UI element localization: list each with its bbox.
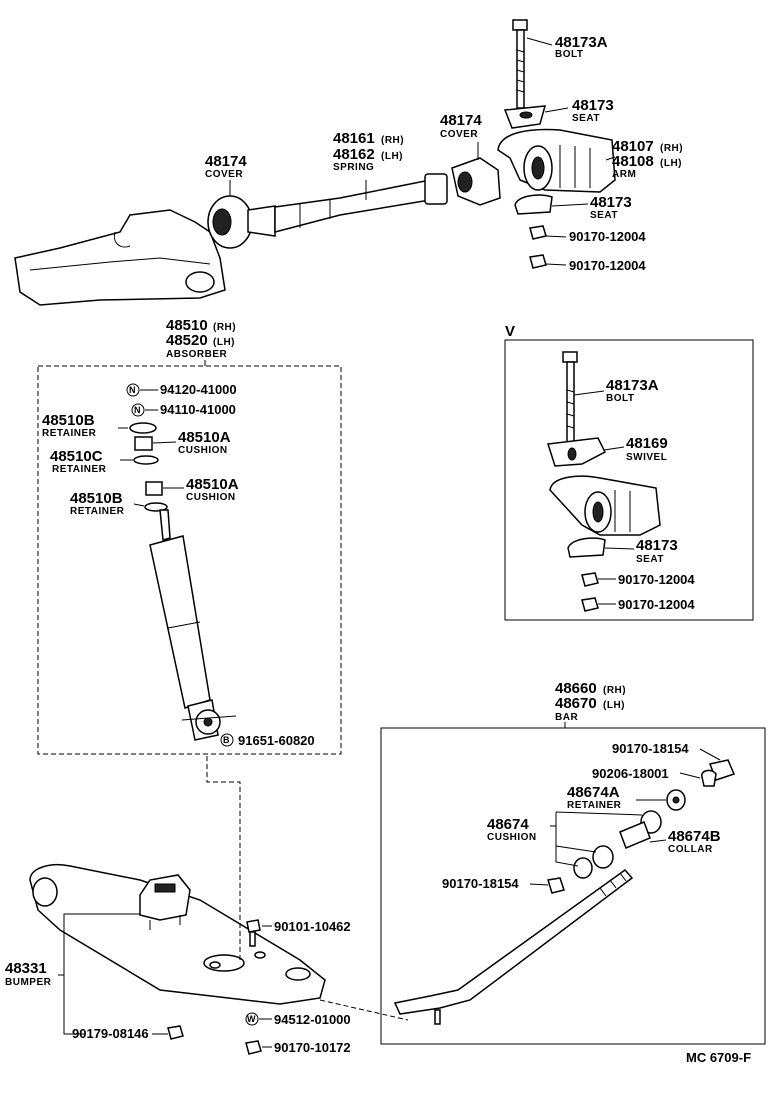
bar-box bbox=[380, 727, 766, 1045]
bar-rh-tag: (RH) bbox=[603, 685, 626, 696]
cush1-number: 48510A bbox=[178, 429, 231, 446]
bar-number-rh: 48660 bbox=[555, 680, 597, 697]
v-bolt-name: BOLT bbox=[606, 393, 634, 404]
absorber-number-lh: 48520 bbox=[166, 332, 208, 349]
bolt-top-number: 48173A bbox=[555, 34, 608, 51]
cush2-name: CUSHION bbox=[186, 492, 236, 503]
bolt-top-part bbox=[512, 19, 528, 109]
collar-number: 48674B bbox=[668, 828, 721, 845]
cushion-b-number: 48674 bbox=[487, 816, 529, 833]
absorber-part bbox=[149, 509, 237, 741]
spring-number-rh: 48161 bbox=[333, 130, 375, 147]
n2-code: 94110-41000 bbox=[160, 402, 236, 417]
absorber-name: ABSORBER bbox=[166, 349, 228, 360]
absorber-box bbox=[37, 365, 342, 755]
nut-left-code: 90179-08146 bbox=[72, 1026, 149, 1041]
n1-code: 94120-41000 bbox=[160, 382, 237, 397]
v-nut-b-code: 90170-12004 bbox=[618, 597, 695, 612]
cush1-name: CUSHION bbox=[178, 445, 228, 456]
arm-name: ARM bbox=[612, 169, 636, 180]
seat-top-name: SEAT bbox=[572, 113, 600, 124]
bumper-number: 48331 bbox=[5, 960, 47, 977]
footer-code: MC 6709-F bbox=[686, 1050, 751, 1065]
retainer-b-name: RETAINER bbox=[567, 800, 622, 811]
v-swivel-part bbox=[547, 437, 607, 467]
arm-rh-tag: (RH) bbox=[660, 143, 683, 154]
seat-top-number: 48173 bbox=[572, 97, 614, 114]
seat-low-part bbox=[514, 194, 553, 215]
ret1-number: 48510B bbox=[42, 412, 95, 429]
seat-low-name: SEAT bbox=[590, 210, 618, 221]
bar-name: BAR bbox=[555, 712, 578, 723]
bar-number-lh: 48670 bbox=[555, 695, 597, 712]
bar-lh-tag: (LH) bbox=[603, 700, 625, 711]
spring-rh-tag: (RH) bbox=[381, 135, 404, 146]
cover-mid-part bbox=[451, 157, 501, 206]
bar-part bbox=[393, 868, 634, 1025]
n1-mark: N bbox=[129, 385, 136, 395]
spring-part bbox=[274, 173, 448, 233]
bar-nut2-code: 90170-18154 bbox=[442, 876, 519, 891]
absorber-lh-tag: (LH) bbox=[213, 337, 235, 348]
nut-low-code: 90170-10172 bbox=[274, 1040, 351, 1055]
bumper-part bbox=[139, 874, 191, 930]
spring-lh-tag: (LH) bbox=[381, 151, 403, 162]
arm-lh-tag: (LH) bbox=[660, 158, 682, 169]
spring-number-lh: 48162 bbox=[333, 146, 375, 163]
v-seat-part bbox=[567, 537, 606, 558]
arm-number-rh: 48107 bbox=[612, 138, 654, 155]
cushion-b-name: CUSHION bbox=[487, 832, 537, 843]
nut-a-code: 90170-12004 bbox=[569, 229, 646, 244]
absorber-rh-tag: (RH) bbox=[213, 322, 236, 333]
seat-low-number: 48173 bbox=[590, 194, 632, 211]
ret3-name: RETAINER bbox=[70, 506, 125, 517]
v-seat-name: SEAT bbox=[636, 554, 664, 565]
collar-name: COLLAR bbox=[668, 844, 713, 855]
w-mark: W bbox=[247, 1014, 256, 1024]
cover-left-part bbox=[207, 195, 276, 249]
bolt-top-name: BOLT bbox=[555, 49, 583, 60]
v-swivel-name: SWIVEL bbox=[626, 452, 667, 463]
bar-nut-code: 90170-18154 bbox=[612, 741, 689, 756]
v-nut-a-code: 90170-12004 bbox=[618, 572, 695, 587]
v-seat-number: 48173 bbox=[636, 537, 678, 554]
cover-left-name: COVER bbox=[205, 169, 243, 180]
arm-number-lh: 48108 bbox=[612, 153, 654, 170]
arm-part bbox=[497, 128, 616, 193]
b-code: 91651-60820 bbox=[238, 733, 315, 748]
absorber-number-rh: 48510 bbox=[166, 317, 208, 334]
nut-b-code: 90170-12004 bbox=[569, 258, 646, 273]
cover-mid-name: COVER bbox=[440, 129, 478, 140]
bumper-name: BUMPER bbox=[5, 977, 52, 988]
v-arm-part bbox=[549, 475, 661, 536]
v-mark: V bbox=[505, 323, 515, 340]
cover-left-number: 48174 bbox=[205, 153, 247, 170]
v-bolt-number: 48173A bbox=[606, 377, 659, 394]
v-bolt-part bbox=[562, 351, 578, 443]
n2-mark: N bbox=[134, 405, 141, 415]
bar-washer-code: 90206-18001 bbox=[592, 766, 669, 781]
bolt-low-code: 90101-10462 bbox=[274, 919, 351, 934]
upper-arm-body bbox=[14, 209, 226, 306]
lower-arm-part bbox=[29, 864, 326, 1005]
cover-mid-number: 48174 bbox=[440, 112, 482, 129]
w-code: 94512-01000 bbox=[274, 1012, 351, 1027]
cush2-number: 48510A bbox=[186, 476, 239, 493]
ret3-number: 48510B bbox=[70, 490, 123, 507]
b-mark: B bbox=[223, 735, 230, 745]
nut-b-part bbox=[529, 254, 547, 269]
ret2-number: 48510C bbox=[50, 448, 103, 465]
v-box bbox=[504, 339, 754, 621]
v-swivel-number: 48169 bbox=[626, 435, 668, 452]
spring-name: SPRING bbox=[333, 162, 374, 173]
ret1-name: RETAINER bbox=[42, 428, 97, 439]
nut-a-part bbox=[529, 225, 547, 240]
retainer-b-number: 48674A bbox=[567, 784, 620, 801]
ret2-name: RETAINER bbox=[52, 464, 107, 475]
